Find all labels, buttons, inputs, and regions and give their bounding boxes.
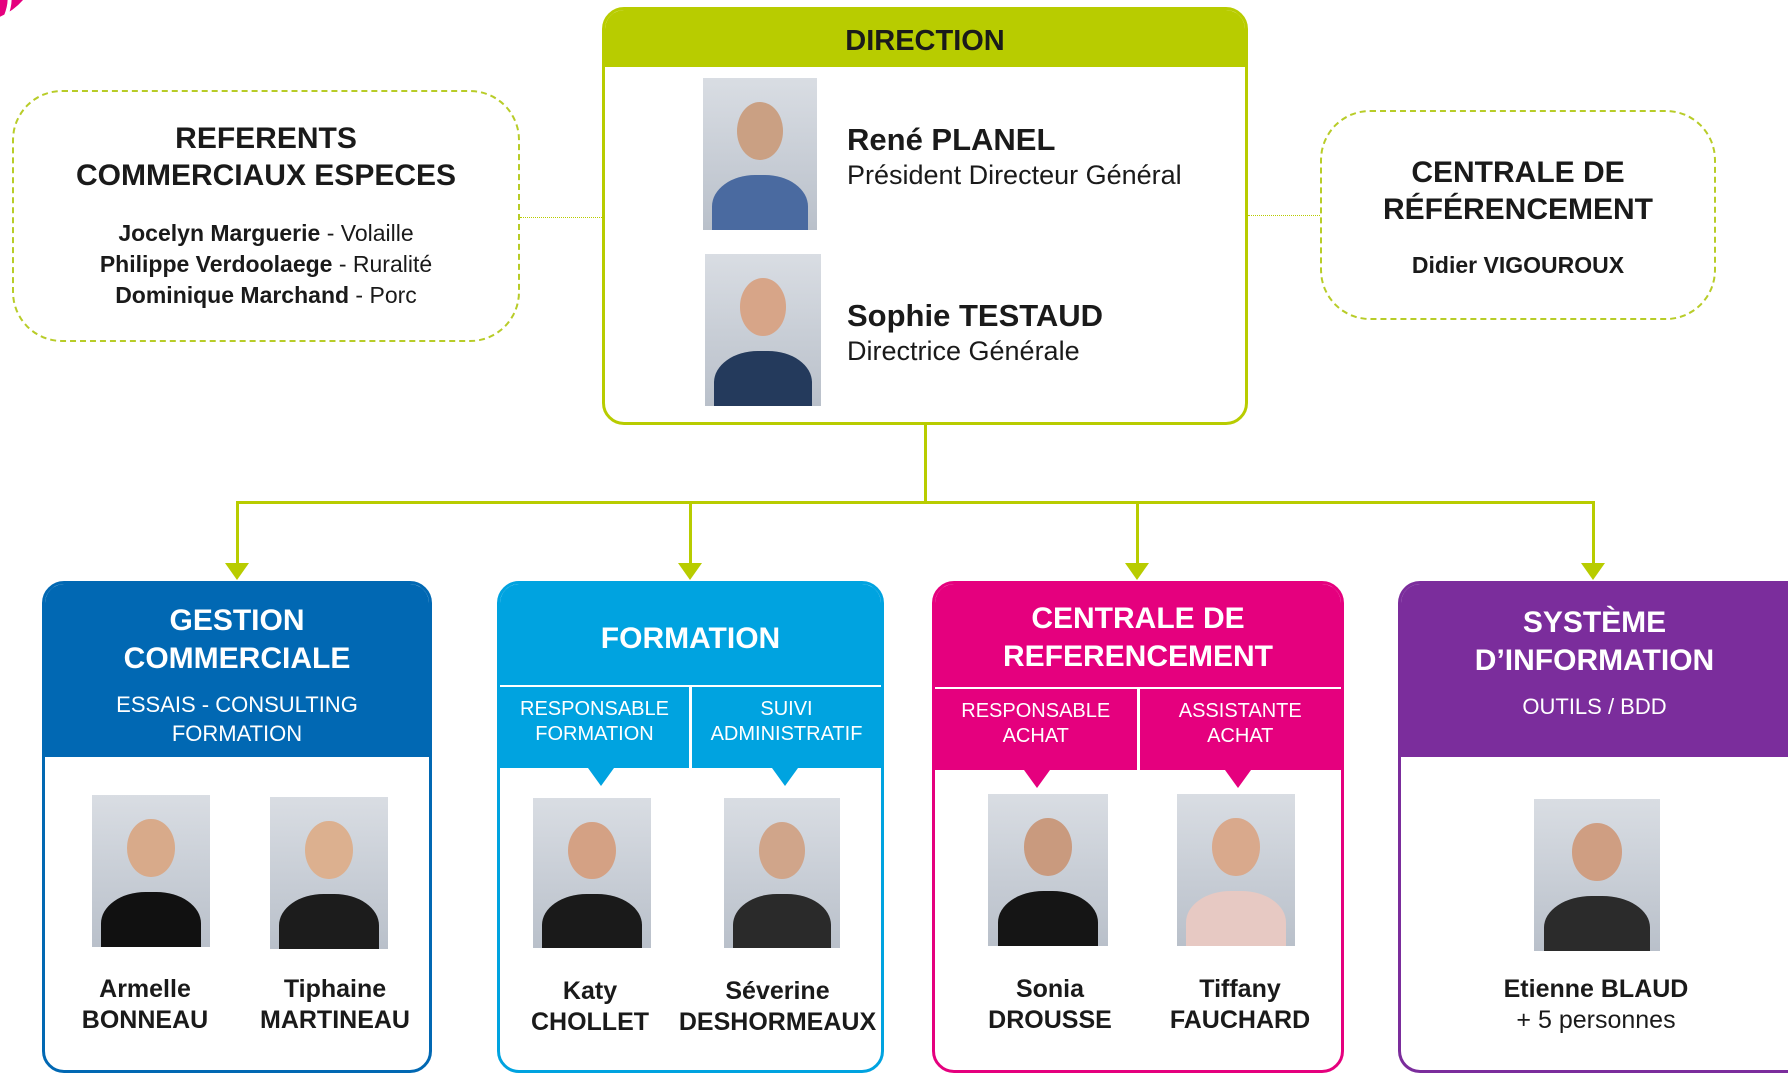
pointer-icon — [1225, 770, 1251, 788]
dept-centrale-referencement: CENTRALE DE REFERENCEMENT RESPONSABLE ACH… — [932, 581, 1344, 1073]
director-name: René PLANEL — [847, 122, 1056, 157]
dept-title: D’INFORMATION — [1474, 644, 1715, 677]
portrait-photo — [270, 797, 388, 949]
person-name: Sonia DROUSSE — [988, 975, 1112, 1034]
portrait-photo — [1534, 799, 1660, 951]
direction-box: DIRECTION René PLANEL Président Directeu… — [602, 7, 1248, 425]
arrow-down-icon — [1125, 563, 1149, 580]
role-label: RESPONSABLE — [961, 700, 1111, 722]
arrow-down-icon — [678, 563, 702, 580]
direction-title: DIRECTION — [605, 10, 1245, 67]
person-name: Séverine DESHORMEAUX — [678, 977, 877, 1036]
pointer-icon — [772, 768, 798, 786]
connector-drop-formation — [689, 501, 692, 563]
dept-subtitle: ESSAIS - CONSULTING — [116, 692, 358, 717]
referents-title-2: COMMERCIAUX ESPECES — [75, 159, 457, 192]
connector-drop-systeme — [1592, 501, 1595, 563]
arrow-down-icon — [225, 563, 249, 580]
person-extra: + 5 personnes — [1516, 1006, 1676, 1034]
referents-title-1: REFERENTS — [175, 122, 357, 155]
portrait-photo — [724, 798, 840, 948]
role-label: FORMATION — [535, 723, 654, 745]
portrait-photo — [92, 795, 210, 947]
referents-panel: REFERENTS COMMERCIAUX ESPECES Jocelyn Ma… — [12, 90, 520, 342]
referent-item: Philippe Verdoolaege - Ruralité — [99, 251, 433, 277]
connector-drop-centrale — [1136, 501, 1139, 563]
pointer-icon — [1024, 770, 1050, 788]
dotted-link-left — [520, 217, 602, 218]
person-name: Tiphaine MARTINEAU — [260, 975, 410, 1034]
person-name: Tiffany FAUCHARD — [1169, 975, 1311, 1034]
dotted-link-right — [1248, 215, 1320, 216]
connector-bus — [236, 501, 1593, 504]
referent-role: Porc — [369, 282, 417, 308]
pointer-icon — [588, 768, 614, 786]
portrait-photo — [1177, 794, 1295, 946]
director-role: Président Directeur Général — [847, 160, 1182, 190]
dept-title: CENTRALE DE — [1031, 602, 1245, 635]
referent-name: Dominique Marchand — [115, 282, 350, 308]
dept-subtitle: OUTILS / BDD — [1522, 694, 1667, 719]
connector-trunk — [924, 425, 927, 503]
dept-subtitle: FORMATION — [171, 721, 303, 746]
dept-title: GESTION — [169, 604, 305, 637]
referent-item: Dominique Marchand - Porc — [115, 282, 417, 308]
role-label: ASSISTANTE — [1178, 700, 1302, 722]
arrow-down-icon — [1581, 563, 1605, 580]
connector-drop-gestion — [236, 501, 239, 563]
dept-title: REFERENCEMENT — [1002, 640, 1273, 673]
portrait-photo — [988, 794, 1108, 946]
centrale-ref-title-2: RÉFÉRENCEMENT — [1382, 193, 1653, 226]
dept-title: FORMATION — [600, 622, 781, 655]
dept-systeme-information: SYSTÈME D’INFORMATION OUTILS / BDD Etien… — [1398, 581, 1788, 1073]
director-role: Directrice Générale — [847, 336, 1080, 366]
role-label: ADMINISTRATIF — [710, 723, 863, 745]
role-label: ACHAT — [1002, 725, 1069, 747]
referent-name: Philippe Verdoolaege — [99, 251, 333, 277]
dept-gestion-commerciale: GESTION COMMERCIALE ESSAIS - CONSULTING … — [42, 581, 432, 1073]
dept-title: SYSTÈME — [1522, 606, 1667, 639]
centrale-ref-panel: CENTRALE DE RÉFÉRENCEMENT Didier VIGOURO… — [1320, 110, 1716, 320]
person-name: Etienne BLAUD + 5 personnes — [1401, 974, 1788, 1036]
role-label: SUIVI — [760, 698, 813, 720]
role-label: RESPONSABLE — [520, 698, 669, 720]
centrale-ref-name: Didier VIGOUROUX — [1411, 252, 1625, 278]
person-name: Katy CHOLLET — [530, 977, 650, 1036]
portrait-photo — [703, 78, 817, 230]
centrale-ref-title-1: CENTRALE DE — [1411, 156, 1625, 189]
dept-title: COMMERCIALE — [123, 642, 351, 675]
referent-role: Volaille — [340, 220, 414, 246]
referent-role: Ruralité — [352, 251, 433, 277]
portrait-photo — [705, 254, 821, 406]
director-name: Sophie TESTAUD — [847, 298, 1104, 333]
role-label: ACHAT — [1207, 725, 1274, 747]
person-name: Armelle BONNEAU — [81, 975, 209, 1034]
referent-item: Jocelyn Marguerie - Volaille — [118, 220, 414, 246]
company-logo — [0, 0, 23, 17]
portrait-photo — [533, 798, 651, 948]
dept-formation: FORMATION RESPONSABLE FORMATION SUIVI ADMI… — [497, 581, 884, 1073]
referent-name: Jocelyn Marguerie — [118, 220, 321, 246]
